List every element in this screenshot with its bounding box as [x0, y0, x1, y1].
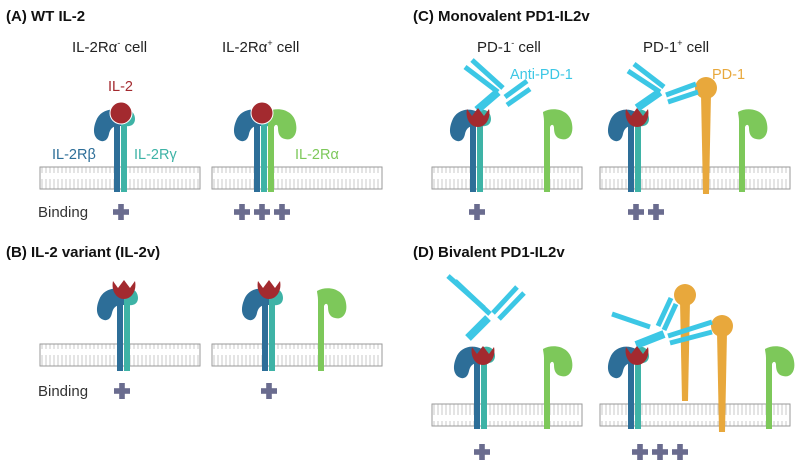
membrane — [431, 166, 583, 190]
il2-label: IL-2 — [108, 79, 133, 95]
binding-score — [628, 204, 664, 220]
il2rg-label: IL-2Rγ — [134, 147, 177, 163]
plus-icon — [261, 383, 277, 399]
plus-icon — [274, 204, 290, 220]
cell-label-il2ra-neg: IL-2Rα- cell — [72, 38, 147, 56]
il2ra-label: IL-2Rα — [295, 147, 339, 163]
binding-score — [474, 444, 490, 460]
binding-score — [261, 383, 277, 399]
plus-icon — [648, 204, 664, 220]
binding-score — [234, 204, 290, 220]
panel-c-title: (C) Monovalent PD1-IL2v — [413, 8, 590, 25]
plus-icon — [114, 383, 130, 399]
pd1-label: PD-1 — [712, 67, 745, 83]
panel-b-title: (B) IL-2 variant (IL-2v) — [6, 244, 160, 261]
binding-score — [113, 204, 129, 220]
il2rb-label: IL-2Rβ — [52, 147, 96, 163]
membrane — [431, 403, 583, 427]
binding-label: Binding — [38, 204, 88, 221]
plus-icon — [632, 444, 648, 460]
plus-icon — [628, 204, 644, 220]
cell-label-pd1-pos: PD-1+ cell — [643, 38, 709, 56]
panel-a: (A) WT IL-2 IL-2Rα- cell IL-2Rα+ cell IL… — [6, 8, 383, 221]
cell-label-il2ra-pos: IL-2Rα+ cell — [222, 38, 299, 56]
plus-icon — [474, 444, 490, 460]
panel-c: (C) Monovalent PD1-IL2v PD-1- cell PD-1+… — [413, 8, 791, 220]
plus-icon — [113, 204, 129, 220]
binding-label: Binding — [38, 383, 88, 400]
binding-score — [114, 383, 130, 399]
bivalent-anti-pd1-antibody — [446, 274, 526, 341]
il2-cytokine — [109, 101, 133, 125]
panel-b: (B) IL-2 variant (IL-2v) Binding — [6, 244, 383, 400]
panel-a-title: (A) WT IL-2 — [6, 8, 85, 25]
membrane — [211, 166, 383, 190]
plus-icon — [652, 444, 668, 460]
panel-d-title: (D) Bivalent PD1-IL2v — [413, 244, 565, 261]
anti-pd1-label: Anti-PD-1 — [510, 67, 573, 83]
binding-score — [469, 204, 485, 220]
plus-icon — [672, 444, 688, 460]
plus-icon — [254, 204, 270, 220]
plus-icon — [469, 204, 485, 220]
il2-cytokine — [250, 101, 274, 125]
membrane — [599, 403, 791, 427]
anti-pd1-antibody — [626, 62, 699, 112]
anti-pd1-antibody — [463, 58, 532, 114]
membrane — [211, 343, 383, 367]
binding-score — [632, 444, 688, 460]
cell-label-pd1-neg: PD-1- cell — [477, 38, 541, 56]
bivalent-anti-pd1-antibody — [611, 296, 713, 349]
plus-icon — [234, 204, 250, 220]
panel-d: (D) Bivalent PD1-IL2v — [413, 244, 795, 460]
